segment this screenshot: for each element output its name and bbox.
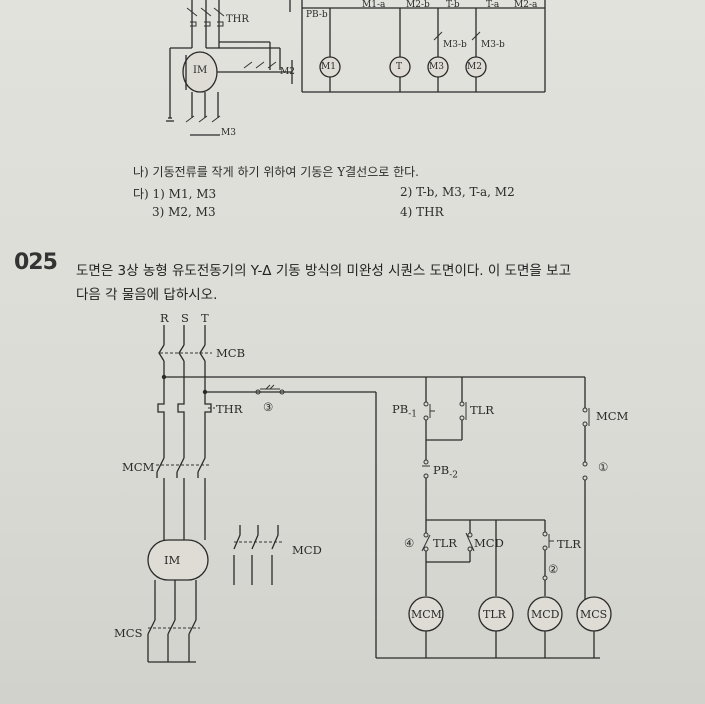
prev-control-circuit: [301, 0, 546, 93]
label-thr: THR: [216, 402, 243, 416]
question-number: 025: [14, 250, 58, 275]
label-mcb: MCB: [216, 346, 246, 360]
label-mcm-aux: MCM: [596, 409, 629, 423]
label-pb1: PB-1: [392, 402, 417, 419]
answer-na: 나) 기동전류를 작게 하기 위하여 기동은 Y결선으로 한다.: [133, 165, 420, 179]
label-mcs-main: MCS: [114, 626, 143, 640]
label-tlr-a: TLR: [470, 403, 494, 417]
label-circle-2: ②: [548, 562, 559, 576]
label-tlr-c: TLR: [557, 537, 581, 551]
prev-m1a-label: M1-a: [362, 0, 386, 10]
answer-da-1: 다) 1) M1, M3: [133, 187, 217, 201]
prev-m2a-label: M2-a: [514, 0, 538, 10]
question-text-line1: 도면은 3상 농형 유도전동기의 Y-Δ 기동 방식의 미완성 시퀀스 도면이다…: [76, 263, 571, 279]
label-circle-3: ③: [263, 400, 274, 414]
coil-mcm-label: MCM: [411, 608, 442, 621]
prev-coil-t-label: T: [396, 62, 403, 72]
label-pb2-sub: -2: [449, 470, 458, 481]
prev-m2-label: M2: [280, 67, 295, 77]
control-circuit: [255, 377, 612, 659]
question-text-line2: 다음 각 물음에 답하시오.: [76, 287, 218, 303]
prev-m2b-label: M2-b: [406, 0, 430, 10]
prev-thr-label: THR: [226, 14, 249, 25]
prev-pb-b-label: PB-b: [306, 10, 328, 20]
prev-coil-m2-label: M2: [467, 62, 482, 72]
label-t: T: [201, 311, 209, 325]
prev-m3-label: M3: [221, 128, 236, 138]
prev-ta-label: T-a: [486, 0, 500, 10]
answer-da-3: 3) M2, M3: [152, 205, 216, 219]
prev-power-circuit: [166, 0, 293, 136]
prev-m3b2-label: M3-b: [481, 40, 505, 50]
coil-mcd-label: MCD: [531, 608, 560, 621]
label-pb2-text: PB: [433, 463, 450, 477]
label-circle-4: ④: [404, 536, 415, 550]
answer-da-2: 2) T-b, M3, T-a, M2: [400, 185, 515, 199]
label-mcd-main: MCD: [292, 543, 322, 557]
label-pb2: PB-2: [433, 463, 458, 480]
label-s: S: [181, 311, 189, 325]
prev-tb-label: T-b: [446, 0, 460, 10]
answer-da-4: 4) THR: [400, 205, 444, 219]
label-tlr-b: TLR: [433, 536, 457, 550]
label-r: R: [160, 311, 169, 325]
label-circle-1: ①: [598, 460, 609, 474]
label-pb1-text: PB: [392, 402, 409, 416]
prev-m3b-label: M3-b: [443, 40, 467, 50]
label-mcm-main: MCM: [122, 460, 155, 474]
label-mcd-aux: MCD: [474, 536, 504, 550]
coil-mcs-label: MCS: [580, 608, 608, 621]
label-pb1-sub: -1: [408, 409, 417, 420]
prev-im-label: IM: [193, 65, 208, 76]
prev-coil-m3-label: M3: [429, 62, 444, 72]
label-im: IM: [164, 553, 181, 567]
prev-coil-m1-label: M1: [321, 62, 336, 72]
coil-tlr-label: TLR: [483, 608, 506, 621]
power-circuit: [147, 325, 585, 663]
